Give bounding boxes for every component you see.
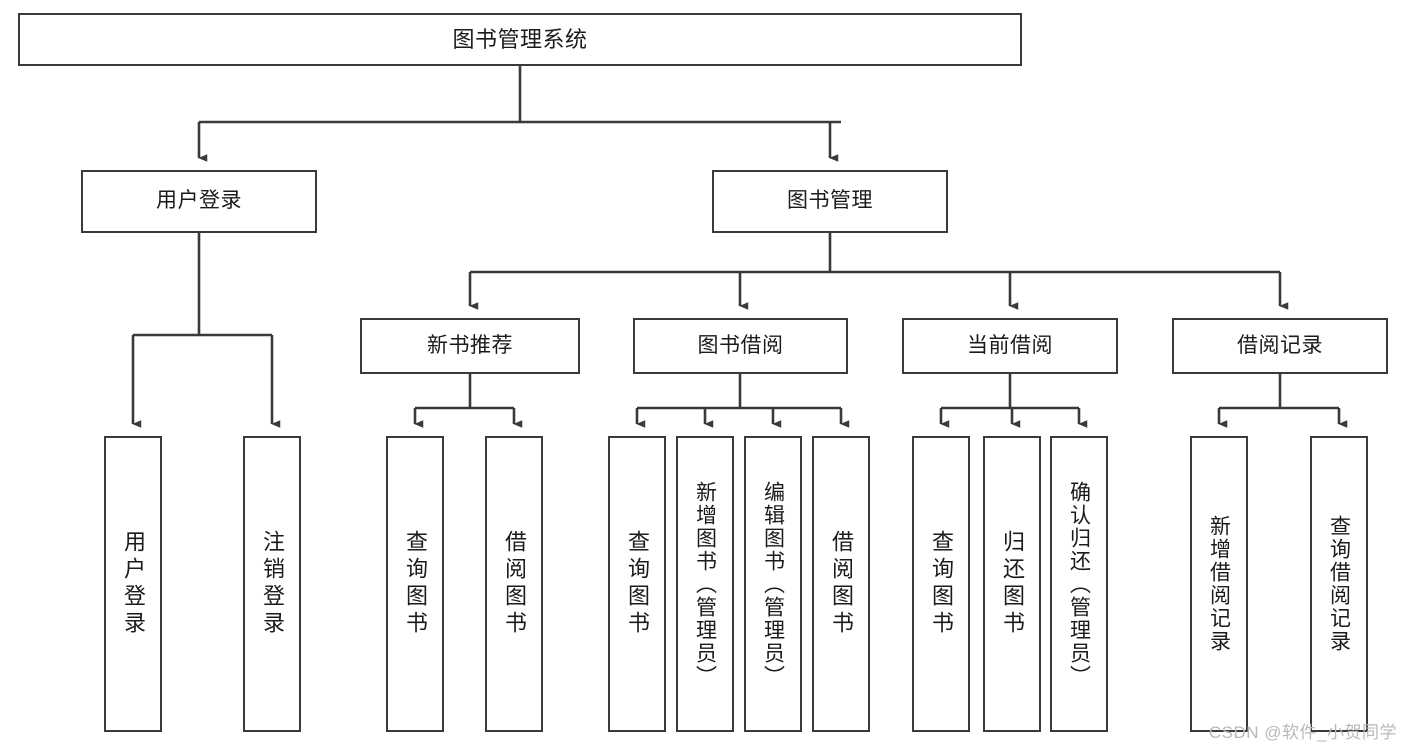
node-leaf-query-book-3-label: 查询图书 — [929, 530, 954, 638]
node-root[interactable]: 图书管理系统 — [18, 13, 1022, 66]
node-root-label: 图书管理系统 — [452, 26, 588, 52]
node-leaf-add-record[interactable]: 新增借阅记录 — [1190, 436, 1248, 732]
node-borrow-record-label: 借阅记录 — [1237, 333, 1323, 357]
node-leaf-query-book-1[interactable]: 查询图书 — [386, 436, 444, 732]
node-leaf-query-record[interactable]: 查询借阅记录 — [1310, 436, 1368, 732]
node-leaf-confirm-return-label: 确认归还（管理员） — [1067, 480, 1091, 688]
node-new-book-recommend[interactable]: 新书推荐 — [360, 318, 580, 374]
node-user-login-label: 用户登录 — [156, 189, 242, 213]
node-leaf-query-book-3[interactable]: 查询图书 — [912, 436, 970, 732]
node-leaf-borrow-book-2[interactable]: 借阅图书 — [812, 436, 870, 732]
node-leaf-query-book-2[interactable]: 查询图书 — [608, 436, 666, 732]
node-leaf-return-book[interactable]: 归还图书 — [983, 436, 1041, 732]
node-book-manage-label: 图书管理 — [787, 189, 873, 213]
node-leaf-logout-login-label: 注销登录 — [260, 530, 285, 638]
node-leaf-borrow-book-1[interactable]: 借阅图书 — [485, 436, 543, 732]
node-leaf-edit-book-label: 编辑图书（管理员） — [761, 480, 785, 688]
node-leaf-query-book-2-label: 查询图书 — [625, 530, 650, 638]
node-leaf-edit-book[interactable]: 编辑图书（管理员） — [744, 436, 802, 732]
node-leaf-borrow-book-2-label: 借阅图书 — [829, 530, 854, 638]
node-book-borrow[interactable]: 图书借阅 — [633, 318, 848, 374]
node-leaf-confirm-return[interactable]: 确认归还（管理员） — [1050, 436, 1108, 732]
node-leaf-user-login-label: 用户登录 — [121, 530, 146, 638]
node-user-login[interactable]: 用户登录 — [81, 170, 317, 233]
node-leaf-user-login[interactable]: 用户登录 — [104, 436, 162, 732]
node-current-borrow-label: 当前借阅 — [967, 333, 1053, 357]
node-leaf-add-book-label: 新增图书（管理员） — [693, 480, 717, 688]
node-book-manage[interactable]: 图书管理 — [712, 170, 948, 233]
node-book-borrow-label: 图书借阅 — [697, 333, 784, 357]
node-leaf-add-book[interactable]: 新增图书（管理员） — [676, 436, 734, 732]
node-current-borrow[interactable]: 当前借阅 — [902, 318, 1118, 374]
node-leaf-query-record-label: 查询借阅记录 — [1327, 515, 1351, 653]
node-leaf-logout-login[interactable]: 注销登录 — [243, 436, 301, 732]
node-leaf-return-book-label: 归还图书 — [1000, 530, 1025, 638]
node-leaf-add-record-label: 新增借阅记录 — [1207, 515, 1231, 653]
node-new-book-recommend-label: 新书推荐 — [427, 333, 513, 357]
node-leaf-borrow-book-1-label: 借阅图书 — [502, 530, 527, 638]
node-leaf-query-book-1-label: 查询图书 — [403, 530, 428, 638]
node-borrow-record[interactable]: 借阅记录 — [1172, 318, 1388, 374]
watermark: CSDN @软件_小贺同学 — [1208, 723, 1397, 742]
